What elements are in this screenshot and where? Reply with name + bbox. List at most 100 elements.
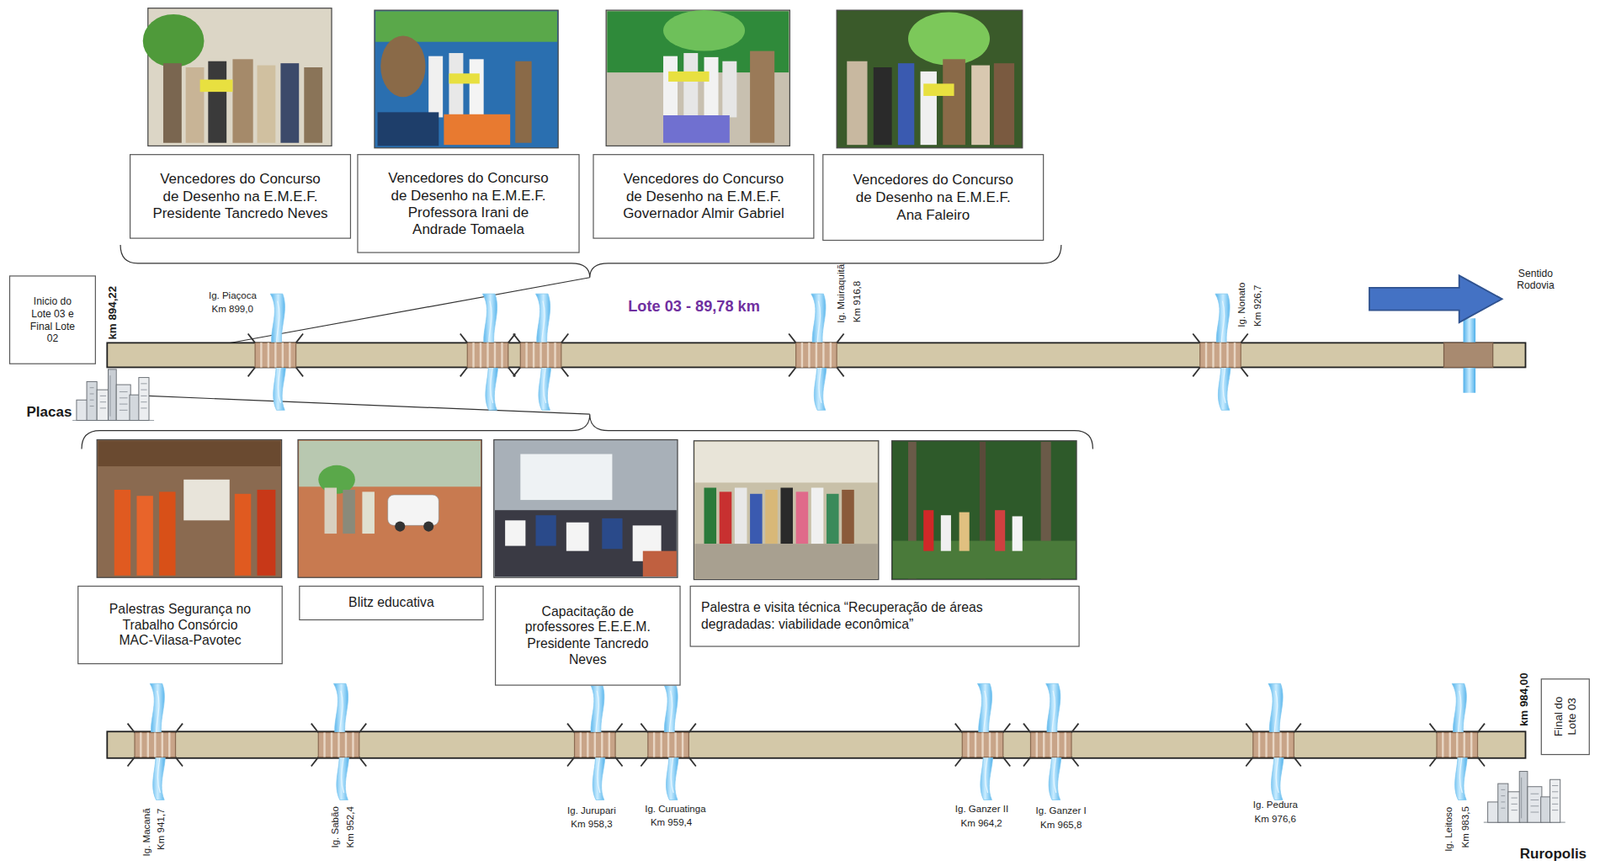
photo [234,494,251,576]
photo [796,491,809,544]
photo [846,61,867,145]
photo [663,56,678,118]
map-label: Ig. Ganzer I [1036,805,1087,818]
vertical-label: Ig. Nonato [1235,281,1248,327]
photo [695,543,878,579]
caption-text: Final do Lote 03 [1552,691,1579,743]
photo [693,441,878,580]
photo [693,441,878,580]
photo [836,10,1023,149]
river [1463,318,1477,343]
vertical-label: Ig. Muiraquitã [834,263,847,323]
caption-box: Palestra e visita técnica “Recuperação d… [690,585,1080,648]
map-label: Ruropolis [1520,845,1587,862]
caption-text: Palestra e visita técnica “Recuperação d… [701,600,1008,633]
photo [811,488,824,545]
map-label: Km 976,6 [1254,813,1297,825]
photo [423,521,434,532]
bridge [1429,723,1485,767]
photo [186,67,205,144]
photo [923,510,934,551]
photo [643,551,677,577]
photo [695,441,878,483]
photo [683,53,698,117]
photo [136,495,153,576]
city-icon [1483,771,1566,824]
map-label: Ig. Pedura [1253,798,1298,811]
caption-box: Vencedores do Concurso de Desenho na E.M… [592,154,814,240]
photo [719,491,733,544]
photo [297,440,482,579]
photo [780,488,793,545]
vertical-label: Km 916,8 [850,281,862,323]
photo [940,515,952,551]
vertical-label: Km 952,4 [344,806,357,848]
photo [535,515,556,546]
bridge [1023,723,1079,767]
photo [873,67,893,145]
photo [159,491,176,575]
photo [704,57,719,118]
vertical-label: km 984,00 [1516,672,1531,727]
photo [394,521,405,532]
caption-text: Capacitação de professores E.E.E.M. Pres… [515,603,660,668]
photo [942,58,966,145]
photo [663,10,745,51]
map-label: Placas [26,403,73,420]
map-label: Ig. Ganzer II [955,802,1009,815]
photo [114,489,131,576]
photo [448,53,463,117]
photo [605,10,790,146]
caption-text: Vencedores do Concurso de Desenho na E.M… [843,171,1023,224]
photo [257,489,277,576]
photo [494,440,678,579]
photo [374,10,559,149]
photo [892,441,1077,580]
map-label: Km 964,2 [960,817,1002,830]
caption-box: Vencedores do Concurso de Desenho na E.M… [129,154,351,240]
bridge [1245,723,1301,767]
photo [971,65,990,146]
photo [374,10,559,149]
map-label: Ig. Piaçoca [208,289,257,302]
map-label: Km 958,3 [570,818,612,830]
photo [722,61,737,118]
photo [183,479,230,521]
map-label: Km 899,0 [212,302,254,315]
caption-box: Palestras Segurança no Trabalho Consórci… [77,585,283,665]
map-label: Sentido Rodovia [1516,267,1554,293]
bridge [248,333,303,377]
city-icon [72,369,155,421]
photo [342,489,356,534]
photo [520,454,612,501]
photo [892,441,1077,580]
photo [388,494,440,526]
photo [1012,515,1023,551]
vertical-label: Ig. Macanã [139,807,152,856]
photo [232,58,253,143]
caption-text: Inicio do Lote 03 e Final Lote 02 [26,295,79,345]
photo [361,491,375,534]
photo [749,494,763,544]
caption-text: Palestras Segurança no Trabalho Consórci… [108,600,252,649]
photo [143,8,332,147]
photo [994,63,1015,145]
bridge [311,723,367,767]
photo [303,67,323,144]
photo [257,65,277,144]
map-label: Ig. Jurupari [567,805,617,818]
photo [380,35,426,97]
caption-text: Vencedores do Concurso de Desenho na E.M… [381,169,555,238]
photo [959,512,970,552]
bridge [955,723,1010,767]
photo [324,488,338,535]
vertical-label: Ig. Sabão [329,806,341,848]
photo [494,510,677,577]
caption-box: Capacitação de professores E.E.E.M. Pres… [494,585,681,686]
photo [96,440,282,579]
photo [605,10,790,146]
caption-box: Vencedores do Concurso de Desenho na E.M… [356,154,580,254]
